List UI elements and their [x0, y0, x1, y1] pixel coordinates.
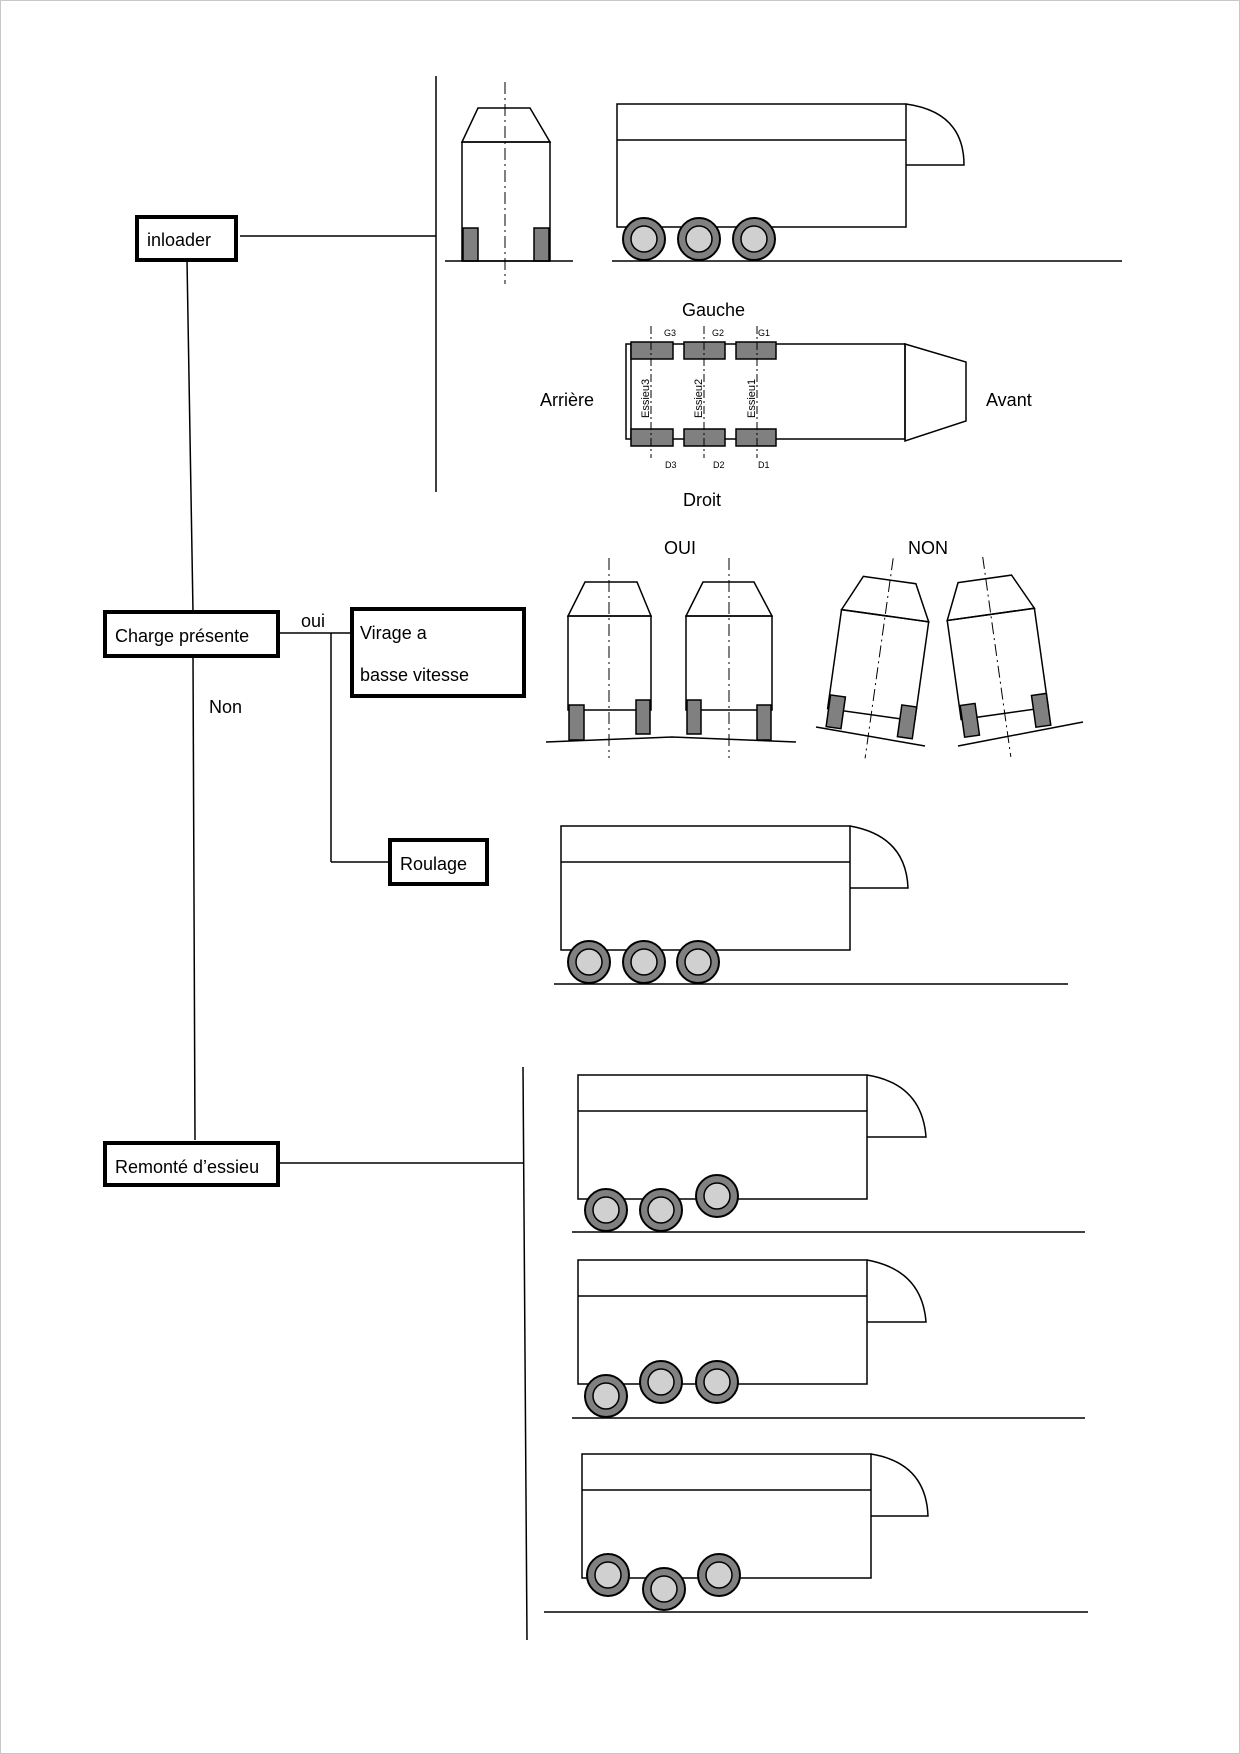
- inloader-rear-view: [445, 82, 573, 284]
- wheel: [639, 1188, 683, 1232]
- wheel-label-g1: G1: [758, 328, 770, 338]
- avant-label: Avant: [986, 390, 1032, 410]
- wheel-label-d2: D2: [713, 460, 725, 470]
- droit-label: Droit: [683, 490, 721, 510]
- wheel: [639, 1360, 683, 1404]
- charge-label: Charge présente: [115, 626, 249, 646]
- oui-branch-label: oui: [301, 611, 325, 631]
- wheel: [695, 1360, 739, 1404]
- wheel-label-g2: G2: [712, 328, 724, 338]
- remonte-side-view-1: [572, 1074, 1085, 1233]
- flow-connectors: [186, 76, 528, 1641]
- rear-view-oui-left: [566, 558, 653, 758]
- inloader-side-view: [612, 103, 1122, 262]
- wheel: [586, 1553, 630, 1597]
- wheel: [642, 1567, 686, 1611]
- wheel: [622, 940, 666, 984]
- non-branch-label: Non: [209, 697, 242, 717]
- oui-turn-label: OUI: [664, 538, 696, 558]
- non-turn-label: NON: [908, 538, 948, 558]
- gauche-label: Gauche: [682, 300, 745, 320]
- roulage-box: Roulage: [388, 838, 489, 886]
- inloader-box: inloader: [135, 215, 238, 262]
- top-view: Gauche Droit Arrière Avant G3 G2 G1 D3 D…: [540, 300, 1032, 510]
- turn-view: OUI NON: [545, 538, 1084, 759]
- wheel-label-d3: D3: [665, 460, 677, 470]
- wheel: [567, 940, 611, 984]
- remonte-side-view-2: [572, 1259, 1085, 1419]
- rear-view-oui-right: [684, 558, 774, 758]
- charge-box: Charge présente: [103, 610, 280, 658]
- arriere-label: Arrière: [540, 390, 594, 410]
- rear-view-non-right: [946, 556, 1052, 758]
- wheel: [695, 1174, 739, 1218]
- wheel: [622, 217, 666, 261]
- virage-label-line2: basse vitesse: [360, 665, 469, 685]
- axle-label-1: Essieu1: [746, 379, 758, 418]
- wheel: [584, 1374, 628, 1418]
- axle-label-2: Essieu2: [693, 379, 705, 418]
- wheel: [676, 940, 720, 984]
- wheel: [697, 1553, 741, 1597]
- rear-view-non-left: [825, 558, 930, 759]
- wheel: [732, 217, 776, 261]
- axle-label-3: Essieu3: [640, 379, 652, 418]
- wheel: [677, 217, 721, 261]
- wheel-label-d1: D1: [758, 460, 770, 470]
- virage-box: Virage a basse vitesse: [350, 607, 526, 698]
- remonte-label: Remonté d’essieu: [115, 1157, 259, 1177]
- remonte-box: Remonté d’essieu: [103, 1141, 280, 1187]
- wheel: [584, 1188, 628, 1232]
- remonte-side-view-3: [544, 1453, 1088, 1613]
- roulage-side-view: [554, 825, 1068, 985]
- wheel-label-g3: G3: [664, 328, 676, 338]
- inloader-label: inloader: [147, 230, 211, 250]
- roulage-label: Roulage: [400, 854, 467, 874]
- virage-label-line1: Virage a: [360, 623, 428, 643]
